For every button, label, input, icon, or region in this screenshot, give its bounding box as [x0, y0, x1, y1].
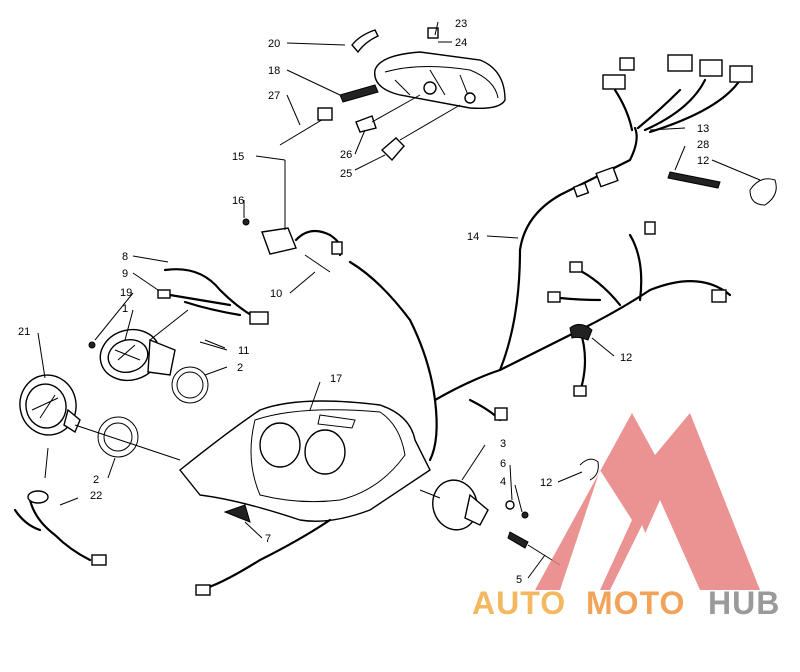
headlight-clip [427, 27, 439, 39]
watermark-moto: MOTO [586, 585, 685, 621]
callout-28: 28 [697, 139, 709, 151]
headlight-assembly [279, 27, 506, 162]
callout-2a: 2 [237, 362, 243, 374]
dash-pod [179, 400, 431, 523]
callout-1: 1 [122, 303, 128, 315]
gauge-right [419, 479, 561, 566]
callout-26: 26 [340, 149, 352, 161]
spring-and-clamp [667, 171, 777, 206]
callout-23: 23 [455, 18, 467, 30]
callout-8: 8 [122, 251, 128, 263]
callout-9: 9 [122, 268, 128, 280]
watermark-auto: AUTO [472, 585, 566, 621]
watermark-text: AUTO MOTO HUB [472, 585, 780, 621]
callout-4: 4 [500, 476, 506, 488]
callout-22: 22 [90, 490, 102, 502]
callout-27: 27 [268, 90, 280, 102]
watermark-hub: HUB [708, 585, 780, 621]
callout-11: 11 [238, 345, 249, 357]
headlight-trim [351, 29, 379, 54]
gauge-wires [149, 268, 269, 349]
wire-7 [198, 518, 332, 592]
callout-17: 17 [330, 373, 342, 385]
gauge-lower [19, 374, 181, 461]
bulb-socket-assembly [13, 447, 107, 566]
callout-14: 14 [467, 231, 479, 243]
callout-24: 24 [455, 37, 467, 49]
callout-13: 13 [697, 123, 709, 135]
callout-10: 10 [270, 288, 282, 300]
bracket-assembly [242, 218, 343, 273]
callout-20: 20 [268, 38, 280, 50]
callout-21: 21 [18, 326, 30, 338]
callout-3: 3 [500, 438, 506, 450]
callout-12b: 12 [620, 352, 632, 364]
gauge-upper [88, 328, 209, 404]
callout-25: 25 [340, 168, 352, 180]
clamp [579, 458, 599, 481]
callout-12c: 12 [540, 477, 552, 489]
headlight-spring [339, 84, 379, 103]
callout-16: 16 [232, 195, 244, 207]
callout-15: 15 [232, 151, 244, 163]
wire-7-connector [195, 584, 211, 596]
wire-harness [348, 126, 732, 462]
callout-labels: 1 2 2 3 4 5 6 7 8 9 10 11 12 12 12 13 14… [18, 18, 709, 586]
connector-group [602, 54, 753, 134]
callout-5: 5 [516, 574, 522, 586]
leader-lines [37, 21, 761, 579]
callout-6: 6 [500, 458, 506, 470]
callout-18: 18 [268, 65, 280, 77]
watermark-logo [535, 413, 760, 590]
callout-19: 19 [120, 287, 132, 299]
callout-7: 7 [265, 533, 271, 545]
callout-2b: 2 [93, 474, 99, 486]
watermark-triangle-icon [535, 413, 760, 590]
callout-12a: 12 [697, 155, 709, 167]
